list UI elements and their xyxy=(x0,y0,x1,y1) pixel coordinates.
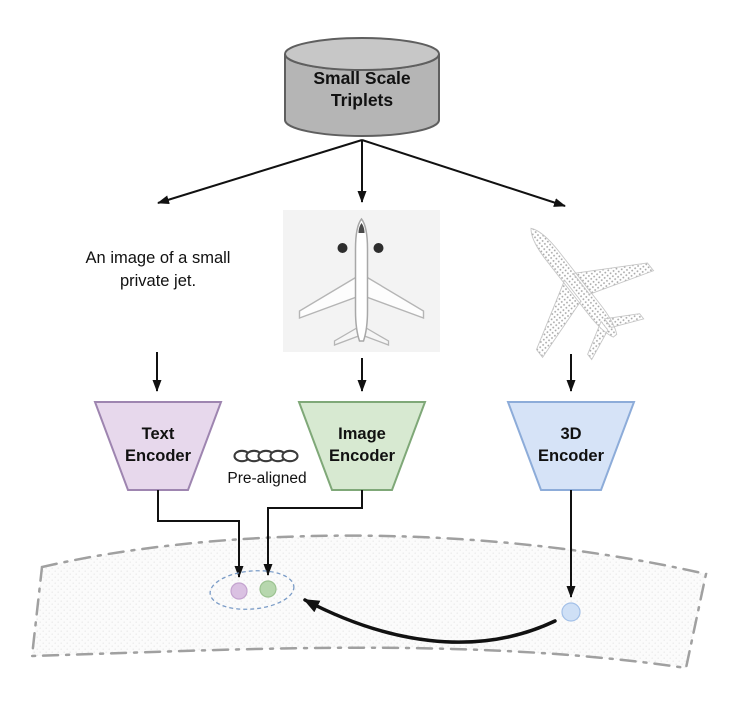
image-encoder-label: Image Encoder xyxy=(307,423,417,467)
arrow-db-to-pointcloud xyxy=(361,139,566,207)
3d-encoder-shape xyxy=(506,401,636,491)
text-encoder-label-line2: Encoder xyxy=(124,447,192,465)
database-cylinder-icon xyxy=(284,37,440,137)
database-label-line1: Small Scale xyxy=(313,68,411,88)
caption-line1: An image of a small xyxy=(85,249,231,267)
image-encoder-label-line2: Encoder xyxy=(328,447,396,465)
image-encoder-label-line1: Image xyxy=(338,425,386,443)
embedding-space-surface xyxy=(30,534,708,670)
connector-text-encoder-to-dot xyxy=(157,490,244,578)
3d-encoder-label-line1: 3D xyxy=(560,425,582,443)
caption-line2: private jet. xyxy=(119,272,197,290)
image-encoder-shape xyxy=(297,401,427,491)
image-embedding-dot xyxy=(259,580,277,598)
3d-encoder-label: 3D Encoder xyxy=(516,423,626,467)
database-label: Small Scale Triplets xyxy=(282,67,442,111)
connector-image-encoder-to-dot xyxy=(263,490,363,576)
airplane-image xyxy=(298,217,425,346)
database-label-line2: Triplets xyxy=(330,90,394,110)
alignment-arrow xyxy=(303,598,557,644)
arrow-db-to-text xyxy=(157,139,363,205)
text-sample-caption: An image of a small private jet. xyxy=(58,247,258,293)
text-encoder-label: Text Encoder xyxy=(103,423,213,467)
3d-encoder-label-line2: Encoder xyxy=(537,447,605,465)
prealigned-label-text: Pre-aligned xyxy=(227,470,307,487)
airplane-point-cloud-icon xyxy=(530,227,655,361)
prealigned-label: Pre-aligned xyxy=(207,470,327,488)
3d-embedding-dot xyxy=(561,602,581,622)
alignment-ellipse xyxy=(209,570,295,610)
text-embedding-dot xyxy=(230,582,248,600)
text-encoder-label-line1: Text xyxy=(141,425,175,443)
text-encoder-shape xyxy=(93,401,223,491)
chain-icon xyxy=(233,449,299,463)
